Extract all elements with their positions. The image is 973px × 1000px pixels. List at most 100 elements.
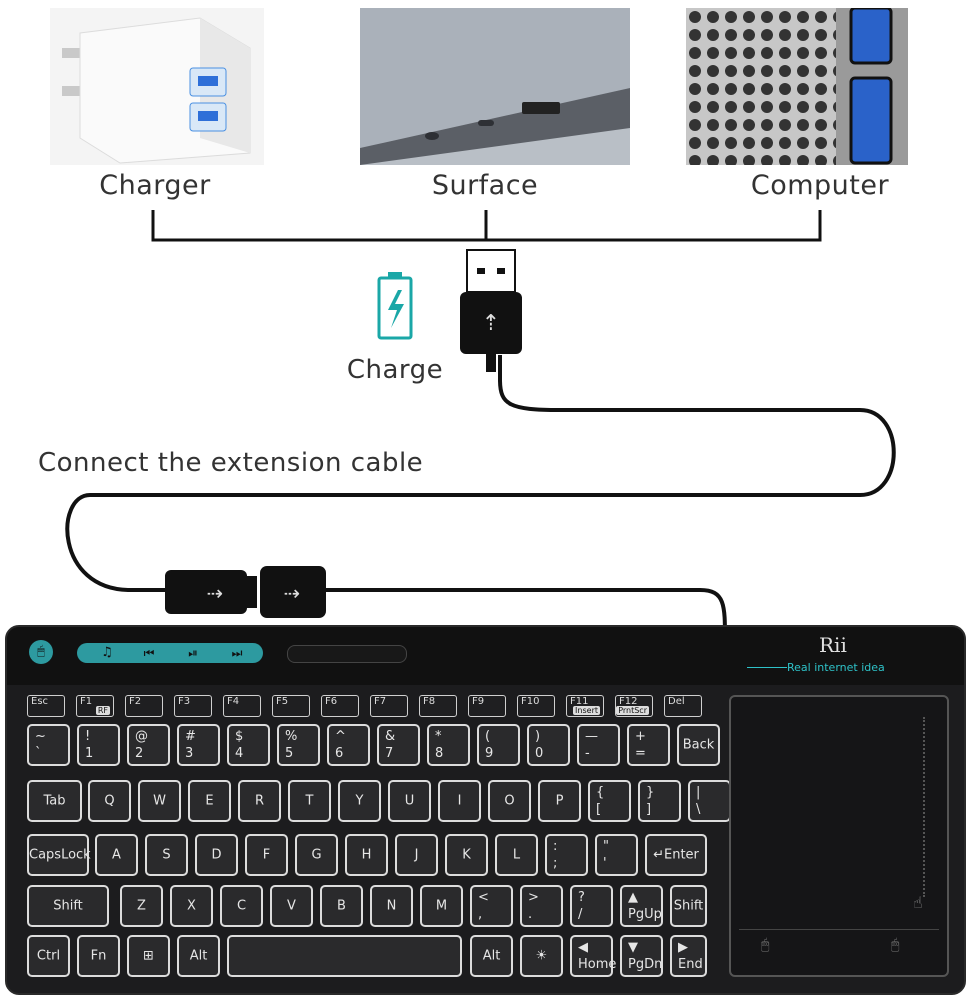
number-key-1[interactable]: !1 <box>77 724 120 766</box>
tab-key[interactable]: Tab <box>27 780 82 822</box>
function-key-f6[interactable]: F6 <box>321 695 359 717</box>
touchpad-left-button[interactable]: 🖱 <box>761 937 770 953</box>
key-top-label: < <box>478 890 489 905</box>
number-key-2[interactable]: @2 <box>127 724 170 766</box>
letter-key-k[interactable]: K <box>445 834 488 876</box>
letter-key-l[interactable]: L <box>495 834 538 876</box>
fn-key[interactable]: Fn <box>77 935 120 977</box>
symbol-key-a0[interactable]: :; <box>545 834 588 876</box>
arrow-down-key[interactable]: ▼PgDn <box>620 935 663 977</box>
number-key-9[interactable]: (9 <box>477 724 520 766</box>
space-key[interactable] <box>227 935 462 977</box>
function-key-esc[interactable]: Esc <box>27 695 65 717</box>
function-key-del[interactable]: Del <box>664 695 702 717</box>
key-label: L <box>512 847 521 863</box>
letter-key-s[interactable]: S <box>145 834 188 876</box>
number-key-3[interactable]: #3 <box>177 724 220 766</box>
number-key-0[interactable]: )0 <box>527 724 570 766</box>
charger-photo <box>50 8 264 165</box>
function-key-f4[interactable]: F4 <box>223 695 261 717</box>
number-key-7[interactable]: &7 <box>377 724 420 766</box>
key-label: Shift <box>53 898 83 914</box>
symbol-key-z1[interactable]: >. <box>520 885 563 927</box>
letter-key-b[interactable]: B <box>320 885 363 927</box>
back-key[interactable]: Back <box>677 724 720 766</box>
number-key-6[interactable]: ^6 <box>327 724 370 766</box>
function-key-f9[interactable]: F9 <box>468 695 506 717</box>
number-key-4[interactable]: $4 <box>227 724 270 766</box>
key-label: U <box>404 793 415 809</box>
alt-key[interactable]: Alt <box>177 935 220 977</box>
letter-key-i[interactable]: I <box>438 780 481 822</box>
svg-text:⇢: ⇢ <box>284 581 301 605</box>
letter-key-j[interactable]: J <box>395 834 438 876</box>
key-label: D <box>211 847 222 863</box>
touchpad-right-button[interactable]: 🖱 <box>891 937 900 953</box>
function-key-f3[interactable]: F3 <box>174 695 212 717</box>
key-bottom-label: PgUp <box>628 907 662 922</box>
letter-key-y[interactable]: Y <box>338 780 381 822</box>
letter-key-v[interactable]: V <box>270 885 313 927</box>
key-bottom-label: 1 <box>85 746 94 761</box>
mouse-icon[interactable]: 🖱 <box>29 640 53 664</box>
letter-key-q[interactable]: Q <box>88 780 131 822</box>
windows-key[interactable]: ⊞ <box>127 935 170 977</box>
media-key-next[interactable]: ⏭ <box>231 646 243 660</box>
arrow-up-key[interactable]: ▲PgUp <box>620 885 663 927</box>
symbol-key-a1[interactable]: "' <box>595 834 638 876</box>
key-top-label: { <box>596 785 605 800</box>
function-key-f5[interactable]: F5 <box>272 695 310 717</box>
media-bar <box>77 643 263 663</box>
symbol-key-1[interactable]: }] <box>638 780 681 822</box>
arrow-right-key[interactable]: ▶End <box>670 935 707 977</box>
function-key-f8[interactable]: F8 <box>419 695 457 717</box>
touchpad[interactable]: 🖱 🖱 ☝ <box>729 695 949 977</box>
computer-label: Computer <box>750 170 890 201</box>
number-key-`[interactable]: ~` <box>27 724 70 766</box>
ctrl-key[interactable]: Ctrl <box>27 935 70 977</box>
arrow-left-key[interactable]: ◀Home <box>570 935 616 977</box>
letter-key-d[interactable]: D <box>195 834 238 876</box>
letter-key-w[interactable]: W <box>138 780 181 822</box>
letter-key-m[interactable]: M <box>420 885 463 927</box>
symbol-key-z2[interactable]: ?/ <box>570 885 613 927</box>
function-key-f2[interactable]: F2 <box>125 695 163 717</box>
letter-key-g[interactable]: G <box>295 834 338 876</box>
letter-key-a[interactable]: A <box>95 834 138 876</box>
letter-key-f[interactable]: F <box>245 834 288 876</box>
enter-key[interactable]: ↵Enter <box>645 834 707 876</box>
symbol-key-2[interactable]: |\ <box>688 780 731 822</box>
number-key--[interactable]: —- <box>577 724 620 766</box>
symbol-key-0[interactable]: {[ <box>588 780 631 822</box>
media-key-prev[interactable]: ⏮ <box>143 646 155 660</box>
number-key-8[interactable]: *8 <box>427 724 470 766</box>
function-key-f10[interactable]: F10 <box>517 695 555 717</box>
backlight-key[interactable]: ☀ <box>520 935 563 977</box>
letter-key-h[interactable]: H <box>345 834 388 876</box>
letter-key-p[interactable]: P <box>538 780 581 822</box>
left-shift-key[interactable]: Shift <box>27 885 109 927</box>
key-label: V <box>287 898 296 914</box>
media-key-music[interactable]: ♫ <box>101 645 113 660</box>
letter-key-n[interactable]: N <box>370 885 413 927</box>
symbol-key-z0[interactable]: <, <box>470 885 513 927</box>
extension-label: Connect the extension cable <box>38 448 424 478</box>
letter-key-r[interactable]: R <box>238 780 281 822</box>
letter-key-e[interactable]: E <box>188 780 231 822</box>
letter-key-x[interactable]: X <box>170 885 213 927</box>
media-key-play[interactable]: ⏯ <box>188 646 198 660</box>
function-key-f7[interactable]: F7 <box>370 695 408 717</box>
right-shift-key[interactable]: Shift <box>670 885 707 927</box>
capslock-key[interactable]: CapsLock <box>27 834 91 876</box>
letter-key-z[interactable]: Z <box>120 885 163 927</box>
letter-key-c[interactable]: C <box>220 885 263 927</box>
letter-key-u[interactable]: U <box>388 780 431 822</box>
letter-key-t[interactable]: T <box>288 780 331 822</box>
number-key-=[interactable]: += <box>627 724 670 766</box>
right-alt-key[interactable]: Alt <box>470 935 513 977</box>
letter-key-o[interactable]: O <box>488 780 531 822</box>
number-key-5[interactable]: %5 <box>277 724 320 766</box>
